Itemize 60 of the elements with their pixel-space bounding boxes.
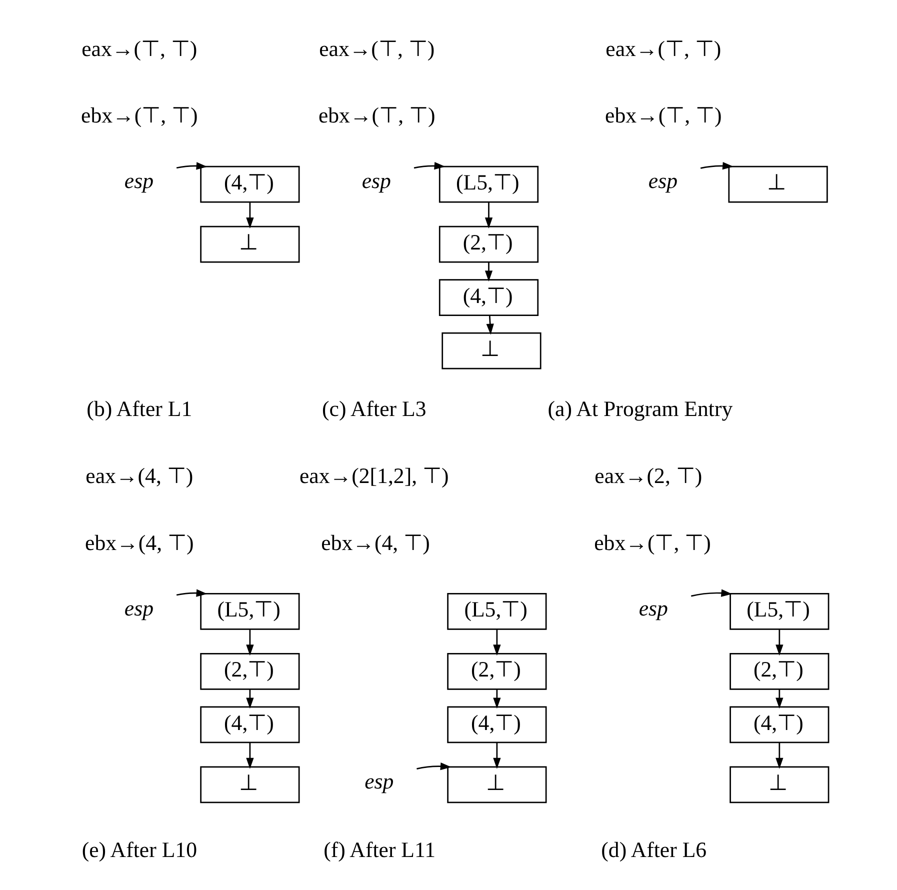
node-box: (2,⊤) — [730, 653, 830, 690]
label: (d) After L6 — [601, 838, 707, 862]
label: (e) After L10 — [82, 838, 197, 862]
node-box: (4,⊤) — [447, 706, 547, 744]
node-box: (2,⊤) — [447, 653, 547, 690]
arrow — [776, 689, 784, 709]
node-box: (4,⊤) — [730, 706, 830, 744]
arrow — [484, 262, 493, 282]
label: (b) After L1 — [86, 397, 192, 422]
arrow — [776, 630, 784, 656]
node-box: (2,⊤) — [438, 226, 539, 263]
label: eax→(4, ⊤) — [86, 464, 194, 488]
node-box: (2,⊤) — [200, 653, 300, 690]
node-box: (4,⊤) — [200, 706, 300, 744]
arrow — [486, 315, 494, 335]
node-box: (L5,⊤) — [730, 593, 830, 630]
label: eax→(⊤, ⊤) — [606, 36, 722, 61]
node-box: ⊥ — [200, 766, 300, 804]
node-text: esp — [362, 169, 391, 194]
arrow — [690, 589, 732, 597]
label: eax→(2, ⊤) — [594, 464, 702, 488]
node-box: ⊥ — [730, 766, 830, 804]
label: (f) After L11 — [324, 838, 436, 862]
node-text: esp — [648, 169, 678, 194]
label: ebx→(⊤, ⊤) — [81, 104, 198, 128]
label: ebx→(⊤, ⊤) — [594, 530, 711, 555]
arrow — [416, 762, 452, 770]
node-text: esp — [638, 596, 668, 620]
label: ebx→(4, ⊤) — [321, 530, 430, 555]
arrow — [246, 202, 254, 228]
node-text: esp — [124, 169, 154, 194]
arrow — [176, 162, 208, 170]
label: ebx→(⊤, ⊤) — [605, 104, 722, 128]
arrow — [493, 630, 501, 656]
node-box: ⊥ — [442, 332, 542, 370]
node-box: ⊥ — [728, 166, 828, 203]
arrow — [700, 162, 734, 170]
arrow — [493, 742, 501, 769]
label: (a) At Program Entry — [548, 397, 733, 422]
label: (c) After L3 — [322, 397, 426, 422]
arrow — [176, 589, 208, 597]
node-text: esp — [364, 770, 394, 794]
arrow — [776, 742, 784, 769]
node-box: (L5,⊤) — [200, 593, 300, 630]
label: eax→(⊤, ⊤) — [82, 36, 198, 61]
label: ebx→(⊤, ⊤) — [318, 104, 436, 128]
label: eax→(2[1,2], ⊤) — [299, 464, 449, 488]
arrow — [484, 202, 493, 228]
arrow — [246, 630, 254, 656]
arrow — [246, 742, 254, 769]
node-box: (L5,⊤) — [447, 593, 547, 630]
node-text: esp — [124, 596, 154, 620]
label: ebx→(4, ⊤) — [85, 530, 194, 555]
node-box: ⊥ — [447, 766, 547, 804]
node-box: (4,⊤) — [438, 279, 539, 316]
arrow — [414, 162, 446, 170]
node-box: ⊥ — [200, 226, 300, 263]
node-box: (4,⊤) — [200, 166, 300, 203]
node-box: (L5,⊤) — [438, 166, 539, 203]
label: eax→(⊤, ⊤) — [319, 36, 435, 61]
